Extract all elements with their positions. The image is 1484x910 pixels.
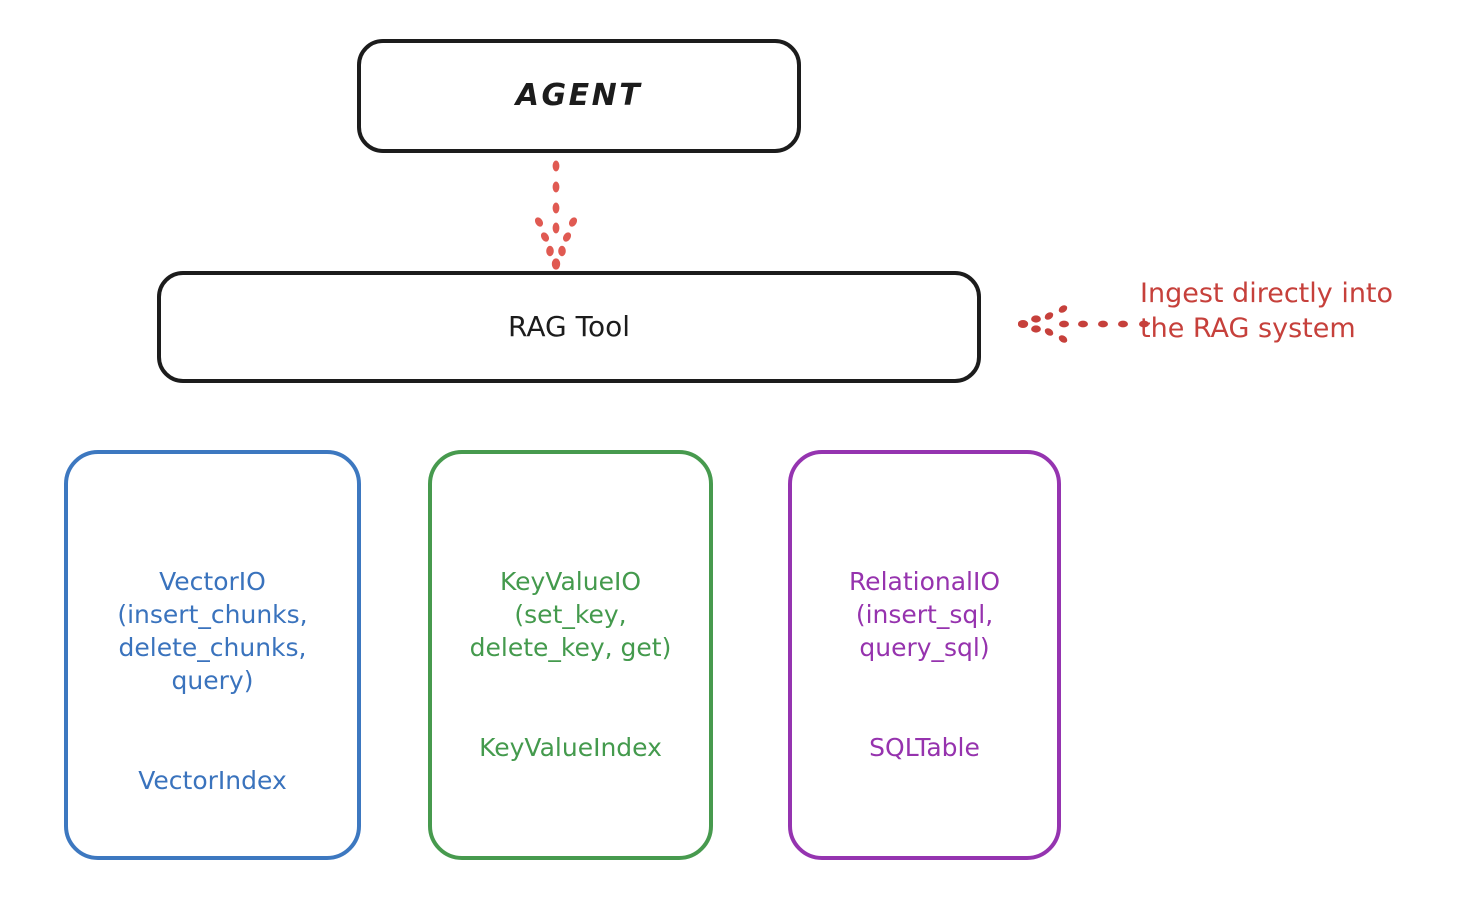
spacer <box>432 664 709 698</box>
node-vector-io[interactable]: VectorIO (insert_chunks, delete_chunks, … <box>64 450 361 860</box>
node-vector-io-api-label: VectorIO (insert_chunks, delete_chunks, … <box>117 567 308 695</box>
node-key-value-io[interactable]: KeyValueIO (set_key, delete_key, get) Ke… <box>428 450 713 860</box>
node-vector-io-index-label: VectorIndex <box>138 766 287 795</box>
node-key-value-io-content: KeyValueIO (set_key, delete_key, get) Ke… <box>432 532 709 764</box>
node-relational-io-content: RelationalIO (insert_sql, query_sql) SQL… <box>792 532 1057 764</box>
node-rag-tool-label: RAG Tool <box>508 310 630 344</box>
node-relational-io-index-label: SQLTable <box>869 733 980 762</box>
connector-ingest-to-rag-tool <box>1017 296 1150 352</box>
node-relational-io[interactable]: RelationalIO (insert_sql, query_sql) SQL… <box>788 450 1061 860</box>
spacer <box>68 697 357 731</box>
dotted-arrow-down-icon <box>534 160 578 270</box>
annotation-ingest: Ingest directly into the RAG system <box>1140 278 1394 345</box>
dotted-arrow-left-icon <box>1017 305 1149 343</box>
node-relational-io-api-label: RelationalIO (insert_sql, query_sql) <box>848 567 1001 662</box>
spacer <box>792 664 1057 698</box>
node-key-value-io-api-label: KeyValueIO (set_key, delete_key, get) <box>469 567 672 662</box>
node-agent[interactable]: AGENT <box>357 39 801 153</box>
node-key-value-io-index-label: KeyValueIndex <box>479 733 662 762</box>
node-agent-label: AGENT <box>515 77 643 113</box>
node-vector-io-content: VectorIO (insert_chunks, delete_chunks, … <box>68 532 357 797</box>
connector-agent-to-rag-tool <box>518 160 594 270</box>
node-rag-tool[interactable]: RAG Tool <box>157 271 981 383</box>
